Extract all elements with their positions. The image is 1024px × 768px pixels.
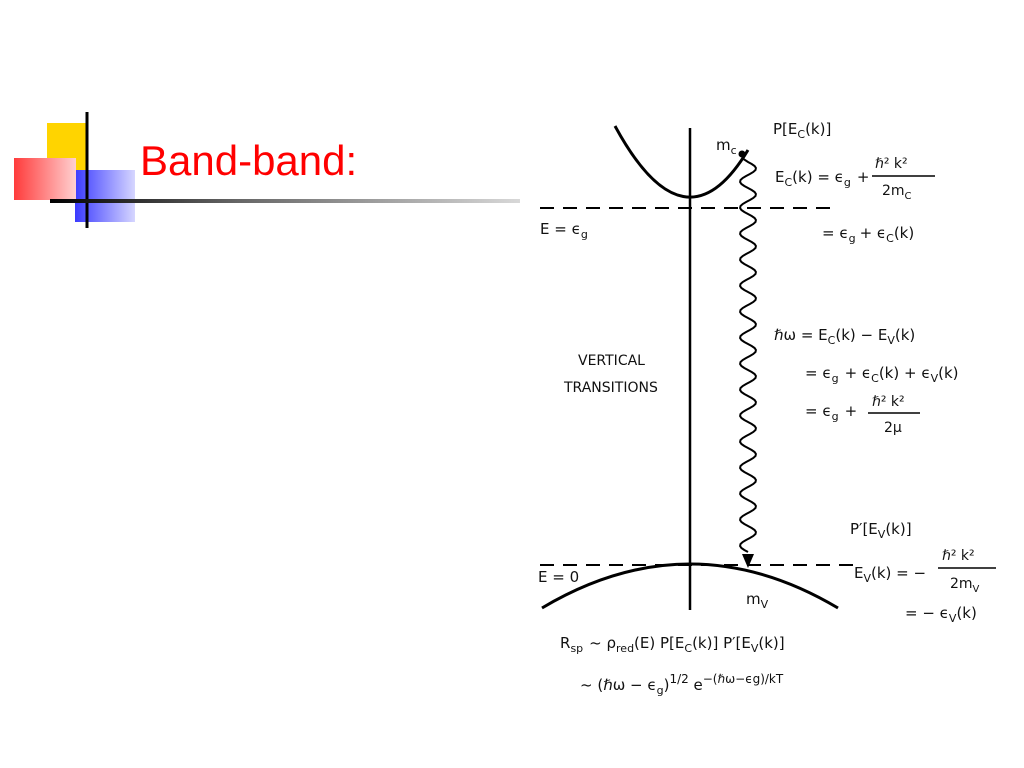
mc-point bbox=[738, 150, 746, 158]
ev-equation-lhs: EV(k) = − bbox=[854, 564, 926, 585]
conduction-band-curve bbox=[613, 125, 750, 199]
ec-fraction-num: ℏ² k² bbox=[875, 156, 908, 172]
logo-red-square bbox=[14, 158, 76, 200]
photon-transition-wave bbox=[739, 157, 757, 553]
slide-title: Band-band: bbox=[140, 137, 358, 184]
ev-fraction-num: ℏ² k² bbox=[942, 548, 975, 564]
hw-equation-line3: = ϵg+ bbox=[805, 402, 857, 423]
rsp-equation: Rsp~ ρred(E) P[EC(k)] P′[EV(k)] bbox=[560, 634, 785, 655]
pv-label: P′[EV(k)] bbox=[850, 520, 912, 541]
bottom-equation: ~ (ℏω − ϵg)1/2 e−(ℏω−ϵg)/kT bbox=[580, 672, 784, 697]
ec-fraction-den: 2mC bbox=[882, 183, 912, 202]
transitions-label: TRANSITIONS bbox=[563, 380, 658, 396]
e-eq-eg-label: E = ϵg bbox=[540, 220, 588, 241]
vertical-label: VERTICAL bbox=[578, 353, 645, 369]
ec-equation-lhs: EC(k) = ϵg+ bbox=[775, 168, 869, 189]
ev-equation-line2: = − ϵV(k) bbox=[905, 604, 977, 625]
ev-fraction-den: 2mV bbox=[950, 576, 980, 595]
hw-fraction-num: ℏ² k² bbox=[872, 394, 905, 410]
ec-equation-line2: = ϵg+ ϵC(k) bbox=[822, 224, 914, 245]
hw-fraction-den: 2μ bbox=[884, 420, 902, 436]
hw-equation-line2: = ϵg+ ϵC(k) + ϵV(k) bbox=[805, 364, 958, 385]
logo-blue-square bbox=[75, 170, 135, 222]
transition-arrow-head bbox=[742, 554, 754, 568]
mc-label: mc bbox=[716, 136, 737, 157]
band-diagram: mc P[EC(k)] EC(k) = ϵg+ ℏ² k² 2mC E = ϵg… bbox=[538, 120, 996, 697]
hw-equation-line1: ℏω = EC(k) − EV(k) bbox=[774, 326, 915, 347]
mv-label: mV bbox=[746, 590, 769, 611]
title-divider bbox=[50, 199, 520, 203]
slide-logo bbox=[14, 112, 135, 228]
pc-label: P[EC(k)] bbox=[773, 120, 831, 141]
e-eq-0-label: E = 0 bbox=[538, 568, 579, 586]
